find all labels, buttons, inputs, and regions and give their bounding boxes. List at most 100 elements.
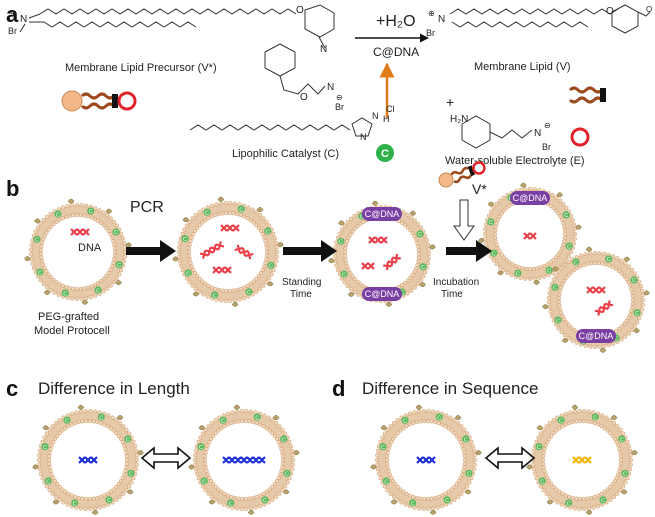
catalyst-marker: C [416,230,424,238]
peg-chain [520,182,527,188]
catalyst-marker-text: C [632,278,636,284]
catalyst-marker-text: C [384,479,388,485]
peg-chain [370,464,377,470]
atom-n-plus: ⊕ [10,9,17,18]
peg-chain [125,242,132,248]
catalyst-marker: C [227,499,235,507]
peg-chain [475,450,482,456]
catalyst-marker: C [127,469,135,478]
catalyst-marker: C [219,416,227,424]
catalyst-marker: C [337,237,345,246]
catalyst-marker: C [197,443,205,451]
catalyst-marker: C [44,477,52,485]
peg-chain [631,450,638,456]
catalyst-marker: C [443,496,451,504]
peg-chain [571,404,579,410]
catalyst-marker-text: C [400,290,404,296]
peg-chain [266,281,274,287]
panel-label-d: d [332,376,345,401]
peg-chain [497,270,504,276]
atom-br-e: Br [542,142,551,152]
peg-chain [429,244,436,250]
atom-n-v: N [438,14,445,25]
catalyst-marker-text: C [559,418,563,424]
catalyst-marker: C [63,416,71,424]
atom-br: Br [8,26,17,36]
catalyst-marker: C [562,211,570,219]
plus-sign: + [446,94,454,110]
peg-chain [34,218,41,224]
peg-chain [105,208,113,214]
peg-chain [599,347,607,353]
catalyst-marker: C [565,242,573,250]
catalyst-marker: C [535,443,543,451]
catalyst-marker: C [267,261,275,270]
catalyst-marker-text: C [129,472,133,478]
catalyst-marker-text: C [623,472,627,478]
peg-chain [347,291,355,297]
catalyst-marker-text: C [516,271,520,277]
catalyst-marker: C [545,266,553,275]
atom-cl: Cl [386,104,395,114]
precursor-label: Membrane Lipid Precursor (V*) [65,62,217,74]
catalyst-marker-text: C [635,311,639,317]
catalyst-marker: C [557,416,565,424]
catalyst-marker-text: C [269,264,273,270]
catalyst-marker-text: C [205,210,209,216]
peg-chain [385,301,393,307]
process-arrow-1 [126,240,176,262]
catalyst-marker-text: C [339,240,343,246]
catalyst-marker: C [124,435,132,443]
catalyst-marker: C [54,210,62,218]
catalyst-marker-text: C [199,445,203,451]
cdna-badge: C@DNA [576,329,616,343]
peg-chain [233,404,241,410]
peg-chain [552,266,559,272]
peg-chain [575,224,582,230]
catalyst-marker: C [87,207,95,215]
catalyst-marker: C [71,499,79,507]
catalyst-marker-text: C [492,251,496,257]
dna-strand [594,300,614,316]
catalyst-marker: C [112,228,120,236]
catalyst-marker: C [237,205,245,213]
peg-chain [390,499,398,505]
catalyst-marker-text: C [65,418,69,424]
peg-chain [172,256,179,262]
peg-chain [526,464,533,470]
peg-chain [487,201,495,207]
catalyst-marker-text: C [464,437,468,443]
lipid-structure [449,4,651,34]
standing-label-line1: Standing [282,277,321,288]
catalyst-marker: C [340,270,348,278]
catalyst-marker: C [565,499,573,507]
catalyst-marker-text: C [547,269,551,275]
atom-n-plus-v: ⊕ [428,9,435,18]
catalyst-marker: C [487,218,495,226]
atom-o-ether: O [300,92,308,103]
peg-chain [464,489,472,495]
peg-chain [371,200,379,206]
peg-chain [610,415,618,421]
peg-chain [536,425,544,431]
atom-h: H [383,114,390,124]
peg-chain [115,280,122,286]
peg-chain [533,279,540,285]
peg-chain [231,301,239,307]
catalyst-marker-text: C [553,286,557,292]
peg-chain [415,404,423,410]
catalyst-marker-text: C [445,498,449,504]
catalyst-marker: C [97,413,105,421]
catalyst-marker-text: C [360,214,364,220]
panel-label-a: a [6,2,19,27]
catalyst-marker-text: C [89,209,93,215]
dna-strand [234,244,254,260]
catalyst-marker: C [94,286,102,294]
atom-n2: N [327,82,334,93]
catalyst-marker-text: C [35,238,39,244]
catalyst-marker: C [184,269,192,277]
